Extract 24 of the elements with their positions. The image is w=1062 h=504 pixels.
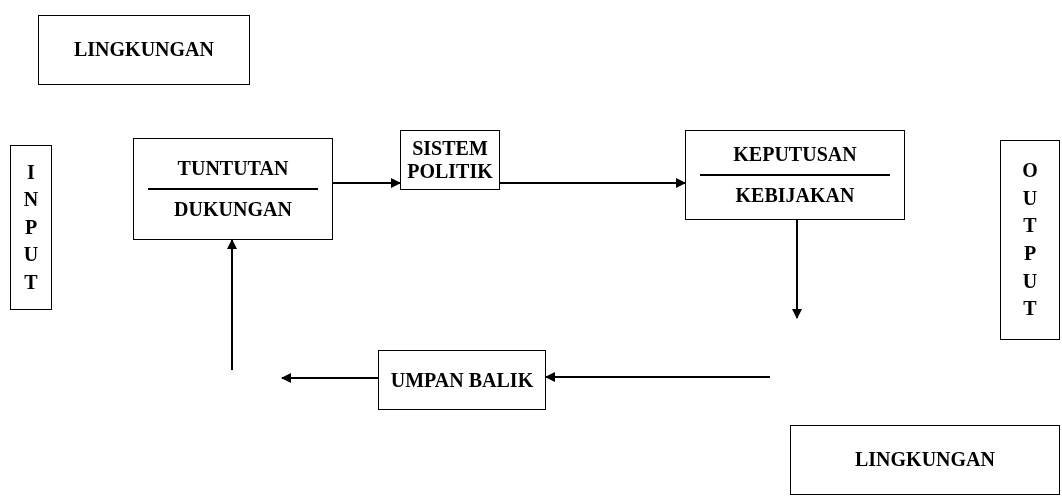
process-box [133, 138, 333, 240]
node-text: TUNTUTAN [177, 157, 289, 181]
process-box [38, 15, 250, 85]
process-box [790, 425, 1060, 495]
arrow [332, 178, 401, 188]
arrow [499, 178, 686, 188]
node-text: OUTPUT [1021, 158, 1039, 322]
node-text: LINGKUNGAN [74, 38, 214, 61]
node-text: INPUT [22, 159, 40, 295]
node-text: SISTEM POLITIK [406, 137, 494, 183]
node-text: DUKUNGAN [174, 197, 292, 221]
node-text: KEBIJAKAN [735, 183, 855, 207]
process-box [685, 130, 905, 220]
arrow [227, 239, 237, 371]
arrow [281, 373, 379, 383]
process-box [400, 130, 500, 190]
arrow [792, 219, 802, 319]
node-text: LINGKUNGAN [855, 448, 995, 471]
arrow [545, 372, 771, 382]
vertical-label-box [10, 145, 52, 310]
vertical-label-box [1000, 140, 1060, 340]
node-text: KEPUTUSAN [733, 143, 857, 167]
node-text: UMPAN BALIK [390, 368, 534, 392]
process-box [378, 350, 546, 410]
